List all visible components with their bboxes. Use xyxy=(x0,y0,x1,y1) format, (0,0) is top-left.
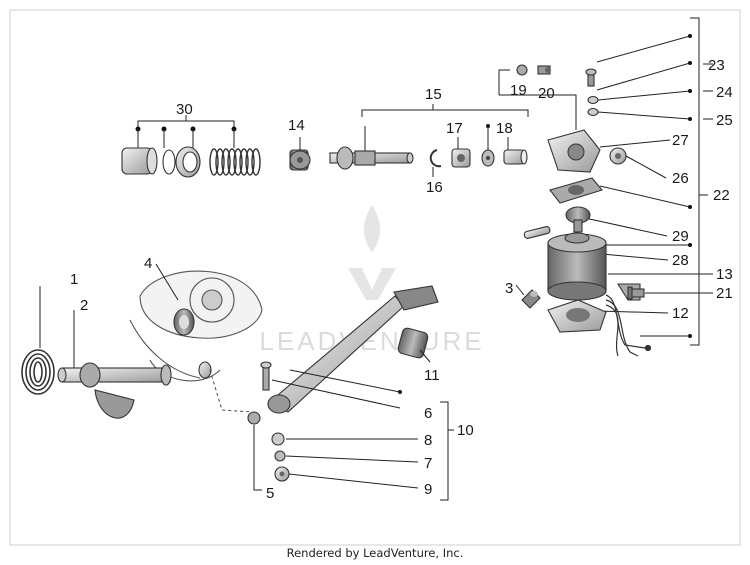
washer-25-part xyxy=(587,107,599,117)
callout-9: 9 xyxy=(424,481,432,498)
callout-30: 30 xyxy=(176,101,193,118)
callout-17: 17 xyxy=(446,120,463,137)
callout-20: 20 xyxy=(538,85,555,102)
pinion-14-part xyxy=(289,149,311,171)
part-15-bracket xyxy=(361,104,529,117)
drawing-frame xyxy=(9,9,741,546)
leader-lines-kick xyxy=(253,349,454,501)
end-cap-27-part xyxy=(547,129,601,173)
callout-8: 8 xyxy=(424,432,432,449)
footer-credit: Rendered by LeadVenture, Inc. xyxy=(286,546,464,560)
callout-12: 12 xyxy=(672,305,689,322)
kickstart-shaft-2-part xyxy=(57,361,212,419)
washer-7-part xyxy=(274,450,286,462)
callout-14: 14 xyxy=(288,117,305,134)
callout-23: 23 xyxy=(708,57,725,74)
clip-3-part xyxy=(521,289,541,309)
callout-2: 2 xyxy=(80,297,88,314)
callout-3: 3 xyxy=(505,280,513,297)
callout-26: 26 xyxy=(672,170,689,187)
wire-harness-part xyxy=(605,294,652,357)
washer-part xyxy=(481,124,495,167)
callout-27: 27 xyxy=(672,132,689,149)
nut-17-part xyxy=(451,148,471,168)
callout-24: 24 xyxy=(716,84,733,101)
dashed-guide-line xyxy=(209,369,253,413)
drive-shaft-part xyxy=(329,126,414,170)
washer-24-part xyxy=(587,95,599,105)
part-30-bracket xyxy=(135,115,237,148)
callout-11: 11 xyxy=(424,367,440,384)
callout-13: 13 xyxy=(716,266,733,283)
callout-22: 22 xyxy=(713,187,730,204)
bolt-21-part xyxy=(627,286,645,300)
kick-lever-part xyxy=(267,285,439,414)
callout-28: 28 xyxy=(672,252,689,269)
callout-21: 21 xyxy=(716,285,733,302)
bolt-6-part xyxy=(260,361,272,391)
bolt-23-part xyxy=(585,68,597,87)
circlip-part xyxy=(162,149,176,175)
kickstart-spring-1-part xyxy=(21,349,55,395)
shaft-guide-4-part xyxy=(173,308,195,336)
callout-5: 5 xyxy=(266,485,274,502)
callout-10: 10 xyxy=(457,422,474,439)
part-19-20-bracket xyxy=(498,69,577,130)
washer-8-part xyxy=(271,432,285,446)
spring-30-part xyxy=(209,148,261,176)
callout-15: 15 xyxy=(425,86,442,103)
end-cover-12-part xyxy=(547,299,607,333)
bearing-ring-part xyxy=(175,146,201,178)
callout-18: 18 xyxy=(496,120,513,137)
callout-1: 1 xyxy=(70,271,78,288)
small-bolts-19-20 xyxy=(516,64,551,76)
gasket-plate-part xyxy=(549,177,603,204)
nut-9-part xyxy=(274,466,290,482)
callout-7: 7 xyxy=(424,455,432,472)
starter-motor-28-part xyxy=(547,232,607,301)
engine-case-background xyxy=(129,270,263,382)
bushing-part xyxy=(121,147,158,175)
callout-25: 25 xyxy=(716,112,733,129)
callout-16: 16 xyxy=(426,179,443,196)
callout-29: 29 xyxy=(672,228,689,245)
callout-dashes xyxy=(703,63,713,294)
callout-4: 4 xyxy=(144,255,152,272)
seal-5-part xyxy=(247,411,261,425)
part-22-bracket xyxy=(690,17,708,346)
callout-19: 19 xyxy=(510,82,527,99)
sleeve-18-part xyxy=(503,149,528,165)
gear-29-part xyxy=(565,206,591,233)
watermark-logo xyxy=(348,205,396,300)
pin-part xyxy=(523,226,551,239)
bushing-26-part xyxy=(609,147,627,165)
circlip-16-part xyxy=(429,149,442,168)
callout-6: 6 xyxy=(424,405,432,422)
